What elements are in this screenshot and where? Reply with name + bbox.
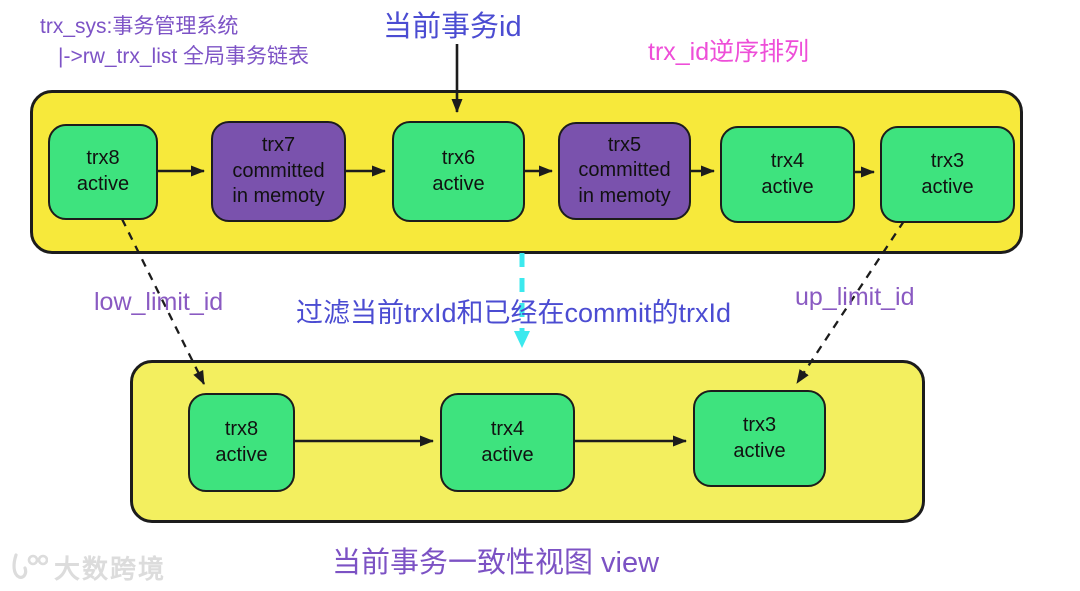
trx-sys-annotation: trx_sys:事务管理系统 |->rw_trx_list 全局事务链表 — [40, 12, 309, 73]
node-label: active — [481, 443, 534, 466]
low-limit-id-label: low_limit_id — [94, 288, 224, 316]
current-trx-id-label: 当前事务id — [383, 11, 522, 43]
node-trx8-active: trx8 active — [48, 124, 158, 220]
view-node-trx8-active: trx8 active — [188, 393, 295, 492]
node-trx5-committed: trx5 committed in memoty — [558, 122, 691, 220]
node-label: trx6 — [441, 146, 476, 169]
view-node-trx4-active: trx4 active — [440, 393, 575, 492]
node-label: committed — [578, 159, 671, 182]
watermark-logo-icon — [12, 552, 48, 579]
node-label: trx3 — [742, 413, 777, 436]
node-trx6-active: trx6 active — [392, 121, 525, 222]
node-label: trx3 — [930, 149, 965, 172]
node-label: active — [733, 439, 786, 462]
node-label: active — [215, 443, 268, 466]
node-trx3-active: trx3 active — [880, 126, 1015, 223]
node-label: in memoty — [578, 184, 671, 207]
node-label: committed — [232, 159, 325, 182]
consistency-view-caption: 当前事务一致性视图 view — [332, 547, 660, 579]
node-label: active — [761, 175, 814, 198]
filter-description-label: 过滤当前trxId和已经在commit的trxId — [296, 298, 732, 328]
trx-sys-annotation-line2: |->rw_trx_list 全局事务链表 — [58, 45, 310, 69]
watermark-text: 大数跨境 — [54, 554, 167, 584]
node-label: active — [76, 173, 130, 195]
trx-id-order-label: trx_id逆序排列 — [648, 38, 810, 66]
trx-sys-annotation-line1: trx_sys:事务管理系统 — [40, 15, 239, 38]
node-label: active — [432, 172, 485, 195]
node-label: trx4 — [770, 149, 805, 172]
node-trx7-committed: trx7 committed in memoty — [211, 121, 346, 222]
view-node-trx3-active: trx3 active — [693, 390, 826, 487]
node-label: active — [921, 175, 974, 198]
node-label: trx7 — [261, 134, 296, 157]
node-label: trx8 — [86, 147, 120, 170]
node-label: trx5 — [607, 133, 642, 156]
rw-trx-list-container — [30, 90, 1023, 254]
node-trx4-active: trx4 active — [720, 126, 855, 223]
up-limit-id-label: up_limit_id — [795, 283, 915, 311]
node-label: trx4 — [490, 417, 525, 440]
watermark: 大数跨境 — [8, 549, 166, 586]
node-label: trx8 — [224, 417, 259, 440]
node-label: in memoty — [232, 185, 325, 208]
